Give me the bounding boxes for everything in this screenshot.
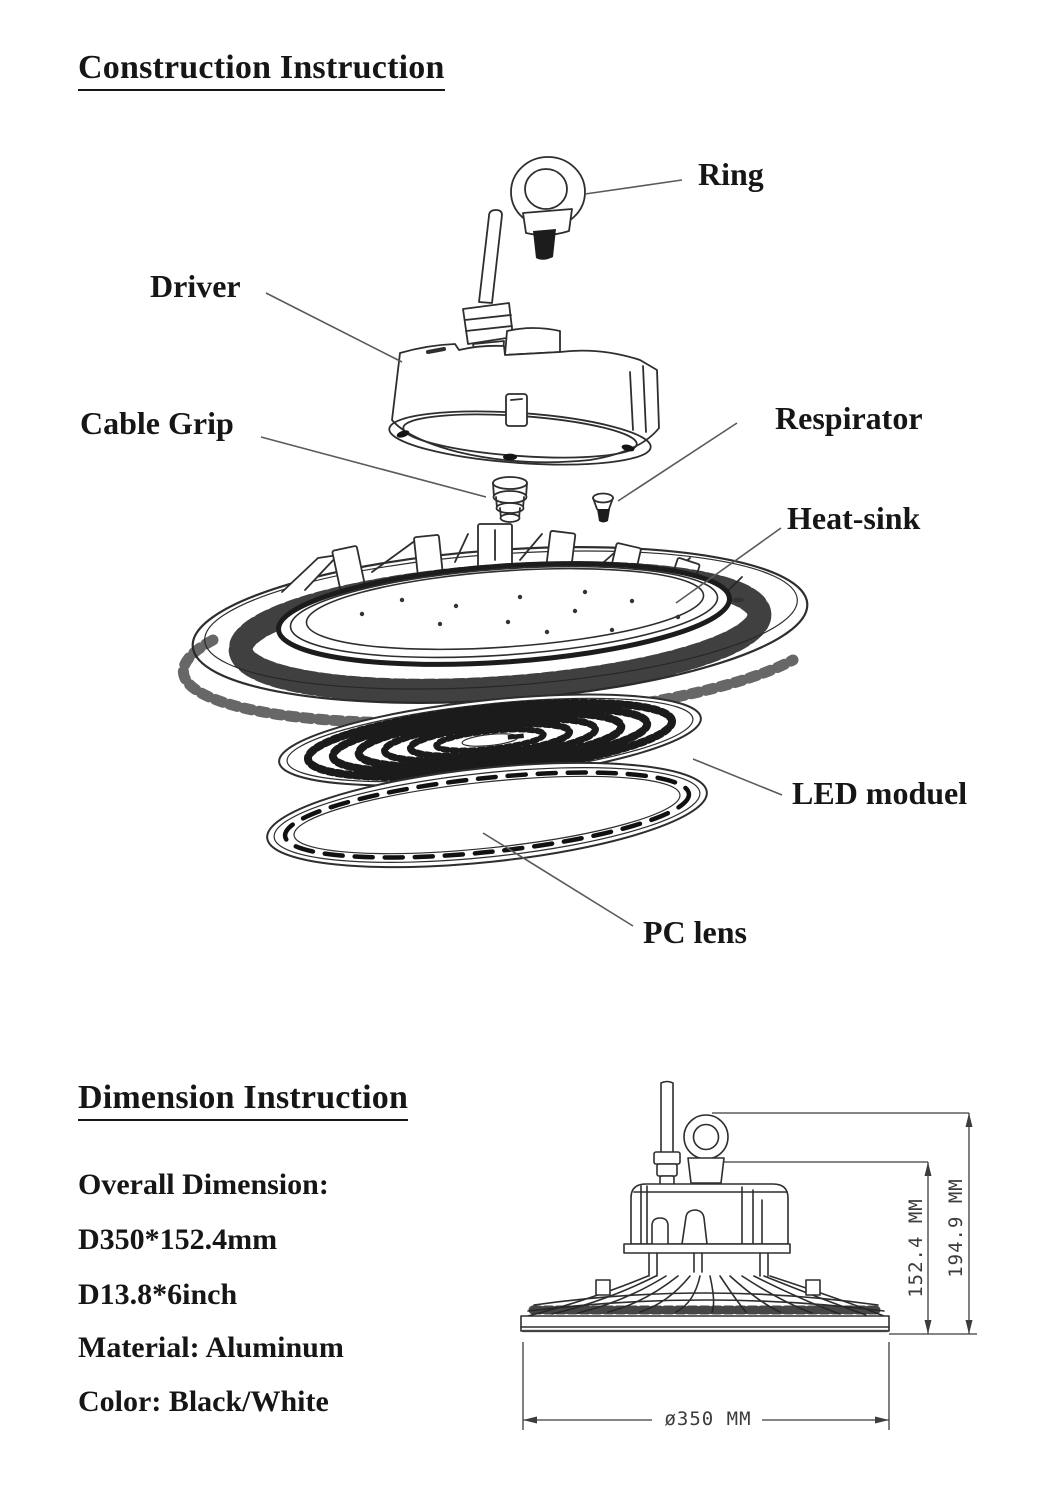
respirator-part: [592, 492, 614, 523]
label-led-module: LED moduel: [792, 775, 968, 811]
dim-total-height: 194.9 MM: [945, 1178, 967, 1278]
label-pc-lens: PC lens: [643, 914, 747, 950]
driver-part: [388, 327, 660, 466]
spec-color: Color: Black/White: [78, 1385, 329, 1418]
exploded-view-diagram: [177, 156, 809, 869]
label-cable-grip: Cable Grip: [80, 405, 234, 441]
dimension-title: Dimension Instruction: [78, 1080, 409, 1121]
heatsink-part: [177, 523, 809, 729]
cable-grip-part: [492, 476, 528, 523]
dimension-lines: [522, 1112, 977, 1430]
spec-size-mm: D350*152.4mm: [78, 1223, 278, 1256]
dimension-arrows: [523, 1113, 973, 1424]
label-respirator: Respirator: [775, 400, 923, 436]
construction-title: Construction Instruction: [78, 50, 445, 91]
spec-material: Material: Aluminum: [78, 1331, 344, 1364]
spec-size-inch: D13.8*6inch: [78, 1278, 238, 1311]
leader-lines: [260, 179, 783, 927]
hanging-rod-part: [478, 209, 503, 304]
dim-body-height: 152.4 MM: [905, 1198, 927, 1298]
front-view-diagram: [520, 1080, 890, 1333]
label-ring: Ring: [698, 156, 764, 192]
pc-lens-part: [266, 761, 708, 869]
ring-part: [510, 156, 586, 260]
dim-diameter: ø350 MM: [664, 1408, 752, 1430]
lens-dots: [359, 589, 744, 635]
label-heat-sink: Heat-sink: [787, 500, 921, 536]
label-driver: Driver: [150, 268, 241, 304]
spec-overall-dimension: Overall Dimension:: [78, 1168, 329, 1201]
